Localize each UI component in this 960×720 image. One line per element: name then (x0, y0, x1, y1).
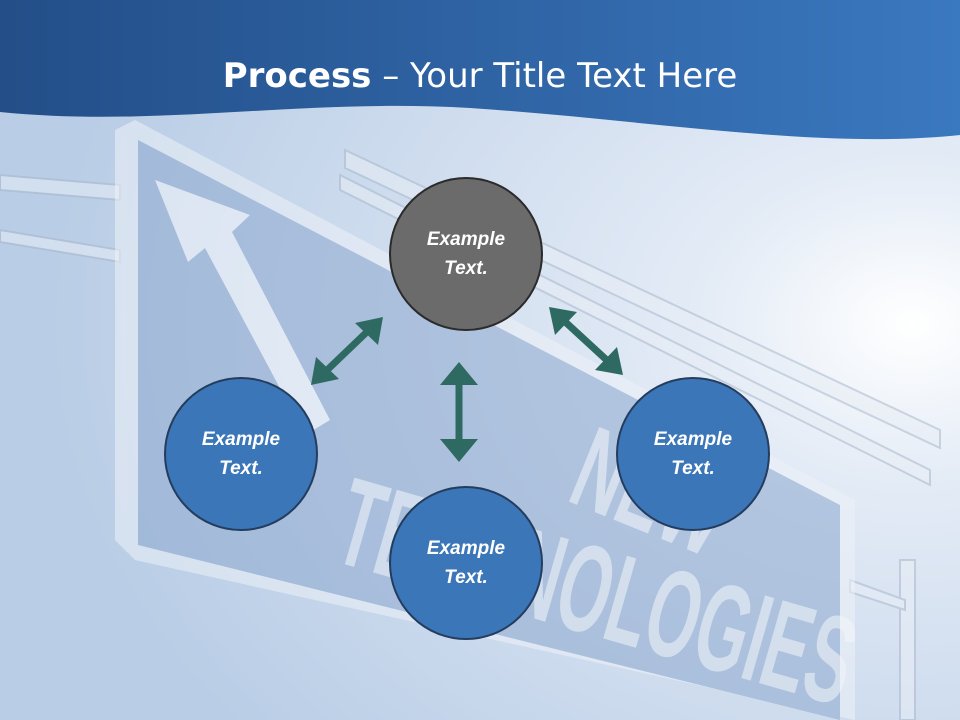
process-node-bottom: Example Text. (389, 486, 543, 640)
node-bottom-line2: Text. (444, 567, 488, 588)
title-text: – Your Title Text Here (371, 56, 738, 96)
header-band (0, 0, 960, 140)
process-node-top: Example Text. (389, 177, 543, 331)
node-right-line2: Text. (671, 458, 715, 479)
node-top-line1: Example (426, 229, 506, 250)
node-left-line1: Example (201, 429, 281, 450)
node-right-line1: Example (653, 429, 733, 450)
road-sign (115, 120, 855, 720)
process-node-right: Example Text. (616, 377, 770, 531)
node-bottom-line1: Example (426, 538, 506, 559)
node-left-line2: Text. (219, 458, 263, 479)
process-node-left: Example Text. (164, 377, 318, 531)
node-top-line2: Text. (444, 258, 488, 279)
slide-title: Process – Your Title Text Here (0, 54, 960, 98)
title-bold: Process (222, 56, 372, 96)
